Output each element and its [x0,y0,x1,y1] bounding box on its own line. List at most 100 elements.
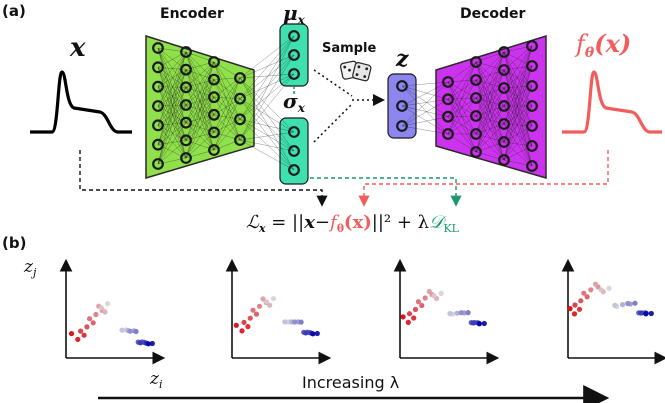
decoder-label: Decoder [460,6,526,22]
neuron-node [208,108,220,121]
neuron-node [526,140,538,152]
dice-icon [339,60,372,82]
mu-label: μx [283,1,306,27]
scatter-point [576,306,583,312]
scatter-point [239,328,245,334]
scatter-point [282,319,288,325]
neuron-node [526,160,538,172]
scatter-point [105,301,111,307]
scatter-point [292,319,298,325]
neuron-node [234,92,246,105]
neuron-node [208,56,220,68]
neuron-node [498,100,510,112]
neuron-node [180,63,192,76]
sigma-label: σx [283,89,306,115]
neuron-node [208,126,220,139]
scatter-point [431,293,437,299]
scatter-point [68,331,75,337]
neuron-node [470,92,482,104]
neuron-node [180,81,192,94]
scatter-point [612,302,618,308]
scatter-point [93,311,99,318]
loss-equation: ℒx = ||x−fθ(x)||² + λ𝒟KL [246,212,460,235]
neuron-node [396,120,408,132]
latent-nodes [288,30,300,176]
scatter-point [632,300,638,306]
neuron-node [208,73,220,86]
scatter-point [458,310,464,316]
neuron-node [152,80,164,93]
panel-a-label: (a) [2,2,26,20]
scatter-point [406,311,413,317]
panel-b-label: (b) [2,234,26,252]
neuron-node [470,110,482,122]
scatter-point [102,309,108,315]
output-to-loss-arrow [358,150,609,207]
scatter-point [581,290,587,296]
scatter-point [411,315,417,321]
scatter-point [145,341,151,347]
neuron-node [396,100,408,112]
scatter-point [438,290,444,296]
input-curve [30,70,132,134]
neuron-node [234,72,246,84]
scatter-point [638,310,644,316]
neuron-node [180,99,192,111]
neuron-node [470,56,482,68]
neuron-node [152,61,164,74]
neuron-node [498,82,510,94]
scatter-point [264,299,270,305]
sample-arrow-sigma [313,103,353,143]
input-to-loss-arrow [79,150,328,207]
neuron-node [288,49,300,61]
neuron-node [498,64,510,76]
scatter-point [426,288,432,295]
scatter-point [405,319,411,325]
scatter-point [303,330,309,336]
scatter-point [412,306,419,313]
neuron-node [526,100,538,112]
latent-edges [239,35,295,171]
neuron-node [498,118,510,130]
neuron-node [180,46,192,58]
scatter-point [454,310,460,316]
scatter-point [476,321,482,327]
neuron-node [288,30,300,42]
scatter-point [270,296,277,302]
scatter-point [567,306,573,312]
neuron-node [442,128,454,140]
kl-arrow [310,177,462,207]
neuron-node [396,80,408,92]
scatter-point [149,340,155,347]
neuron-node [208,144,220,156]
scatter-point [314,330,320,337]
scatter-point [481,320,487,327]
scatter-point [588,287,594,293]
scatter-point [400,314,406,320]
neuron-node [288,164,300,176]
scatter-point [592,281,599,287]
scatter-point [256,303,263,309]
neuron-node [152,158,164,170]
neuron-node [180,116,192,129]
scatter-point [137,340,143,346]
scatter-point [98,305,104,311]
neuron-node [442,93,454,106]
scatter-point [422,295,428,301]
scatter-point [298,319,304,325]
neuron-node [180,152,192,164]
neuron-node [526,80,538,92]
scatter-point [87,316,93,322]
scatter-point [133,328,139,335]
encoder-label: Encoder [160,6,224,22]
scatter-point [310,331,316,337]
scatter-point [598,287,604,293]
neuron-node [498,154,510,166]
scatter-point [250,307,256,313]
scatter-point [447,311,453,317]
neuron-node [152,138,164,151]
neuron-node [234,113,246,126]
decoder-nodes [396,40,538,172]
neuron-node [470,74,482,86]
